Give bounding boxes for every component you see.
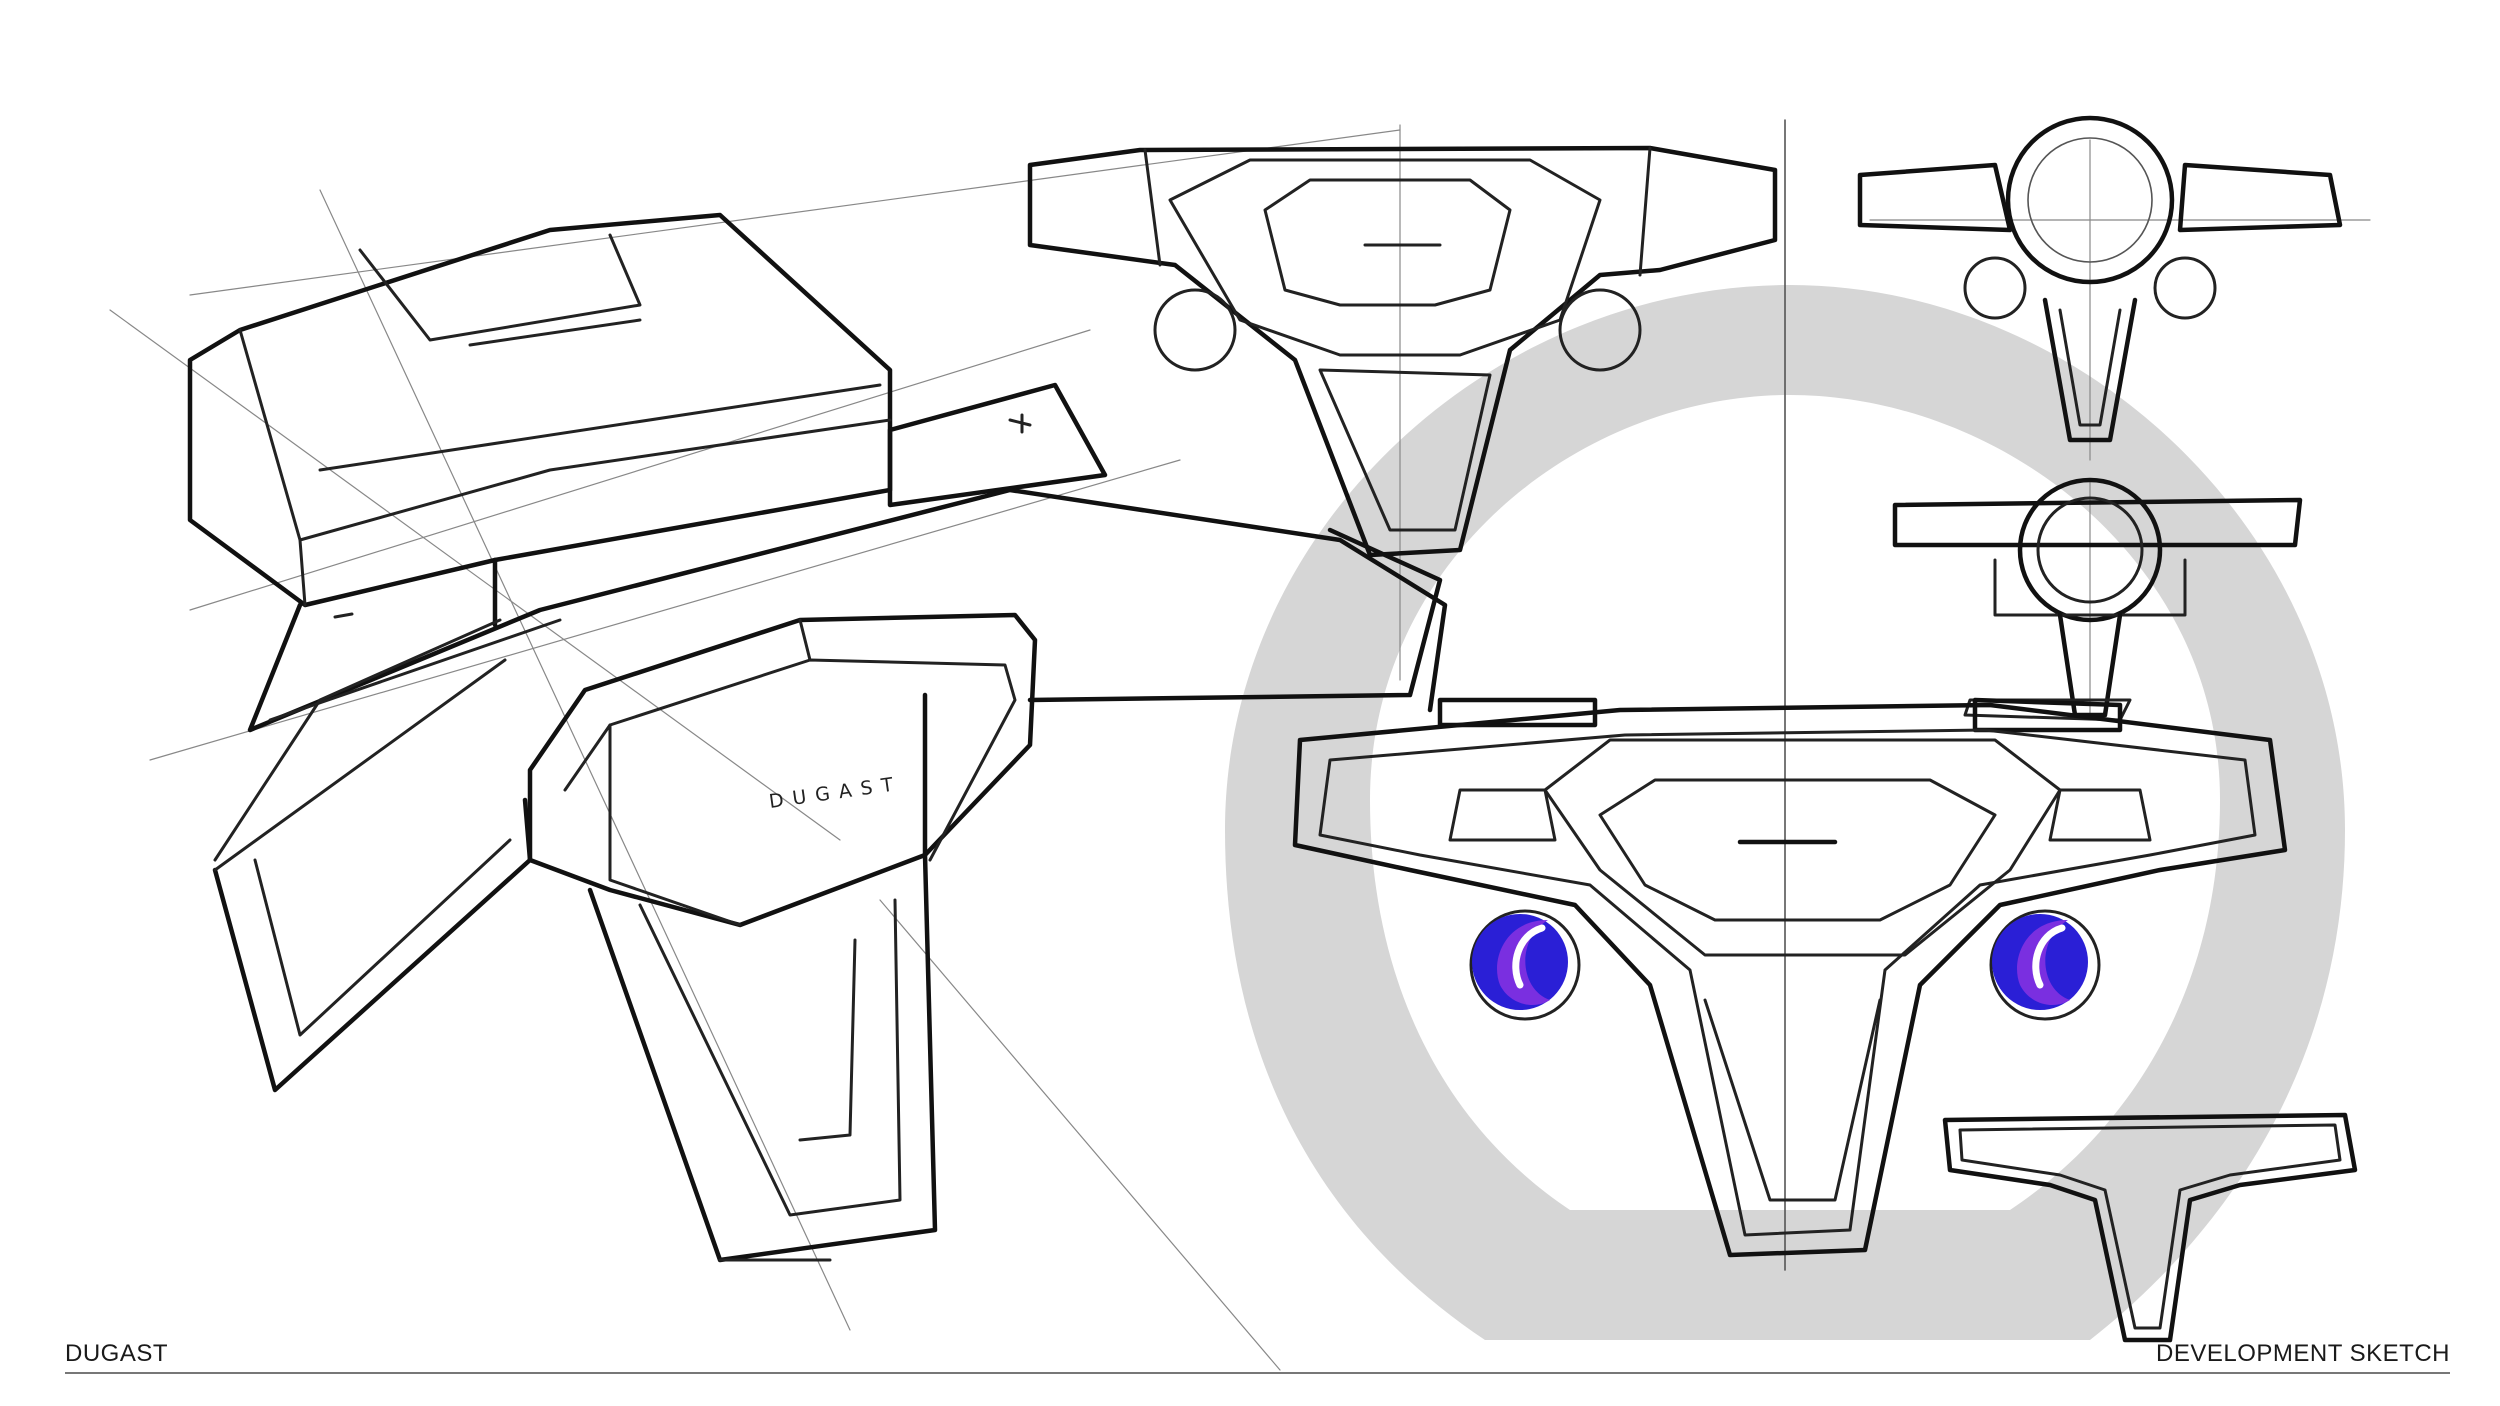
brand-mark-text: DUGAST bbox=[768, 773, 904, 813]
perspective-view-sketch: DUGAST bbox=[187, 212, 1448, 1263]
brand-label: DUGAST bbox=[65, 1340, 169, 1367]
construction-lines bbox=[109, 119, 2371, 1371]
steering-wheel-ring bbox=[1225, 285, 2345, 1340]
right-paddle-button bbox=[1989, 909, 2101, 1021]
footer-divider bbox=[65, 1372, 2450, 1374]
top-view-small-sketch bbox=[1857, 115, 2343, 443]
airbag-cover-outline-sketch bbox=[1942, 1112, 2358, 1343]
left-paddle-button bbox=[1469, 909, 1581, 1021]
front-view-top-sketch bbox=[1027, 145, 1778, 558]
front-view-large-sketch bbox=[1292, 697, 2288, 1258]
sketch-type-label: DEVELOPMENT SKETCH bbox=[2156, 1340, 2450, 1367]
